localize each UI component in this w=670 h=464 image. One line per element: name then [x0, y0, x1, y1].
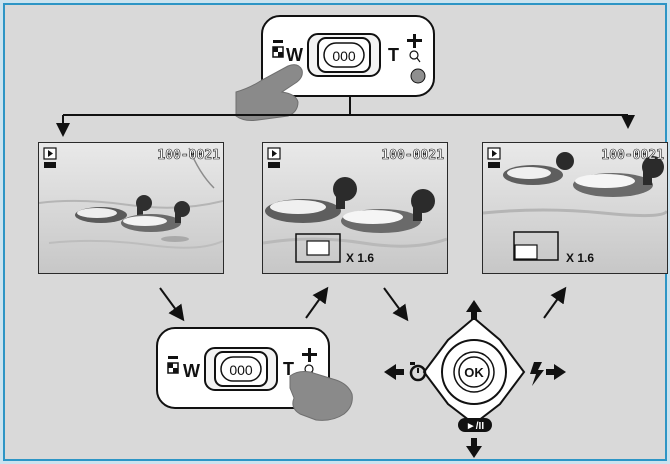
up-arrow-icon — [466, 300, 482, 320]
battery-icon — [488, 162, 500, 168]
right-arrow-icon — [546, 364, 566, 380]
finger-pressing-tele — [289, 371, 353, 421]
rocker-grip-label: 000 — [332, 48, 356, 64]
zoom-factor-label: X 1.6 — [346, 251, 374, 265]
zoom-position-indicator — [295, 233, 341, 263]
play-pause-badge: ►/II — [458, 418, 492, 432]
play-pause-label: ►/II — [466, 421, 484, 432]
zoom-rocker[interactable]: 000 — [204, 347, 278, 391]
play-icon — [487, 147, 501, 160]
thumbnail-icon — [272, 40, 284, 58]
zoom-rocker[interactable]: 000 — [307, 33, 381, 77]
top-zoom-control: W 000 T — [261, 15, 435, 97]
bottom-zoom-control: W 000 T — [156, 327, 330, 409]
rocker-grip-label: 000 — [229, 362, 253, 378]
file-number: 100-0021 — [381, 148, 444, 163]
play-icon — [43, 147, 57, 160]
screen-zoom-panned: 100-0021 X 1.6 — [482, 142, 668, 274]
wide-label: W — [286, 45, 303, 65]
zoom-position-indicator — [513, 231, 559, 261]
left-arrow-icon — [384, 364, 404, 380]
ok-button-label: OK — [464, 365, 484, 380]
screen-zoom-center: 100-0021 X 1.6 — [262, 142, 448, 274]
down-arrow-icon — [466, 438, 482, 458]
finger-pressing-wide — [235, 64, 303, 121]
direction-pad[interactable]: OK — [422, 316, 526, 426]
tele-label: T — [388, 45, 399, 65]
tele-label: T — [283, 359, 294, 379]
pressed-indicator — [410, 68, 426, 84]
thumbnail-icon — [167, 356, 179, 374]
file-number: 100-0021 — [157, 148, 220, 163]
wide-label: W — [183, 361, 200, 381]
flash-icon — [530, 362, 544, 386]
play-icon — [267, 147, 281, 160]
zoom-factor-label: X 1.6 — [566, 251, 594, 265]
top-branch-arrows — [56, 96, 635, 137]
battery-icon — [44, 162, 56, 168]
battery-icon — [268, 162, 280, 168]
self-timer-icon — [409, 362, 427, 382]
file-number: 100-0021 — [601, 148, 664, 163]
flow-arrows — [159, 286, 567, 322]
screen-normal: 100-0021 — [38, 142, 224, 274]
magnify-icon — [407, 34, 422, 63]
